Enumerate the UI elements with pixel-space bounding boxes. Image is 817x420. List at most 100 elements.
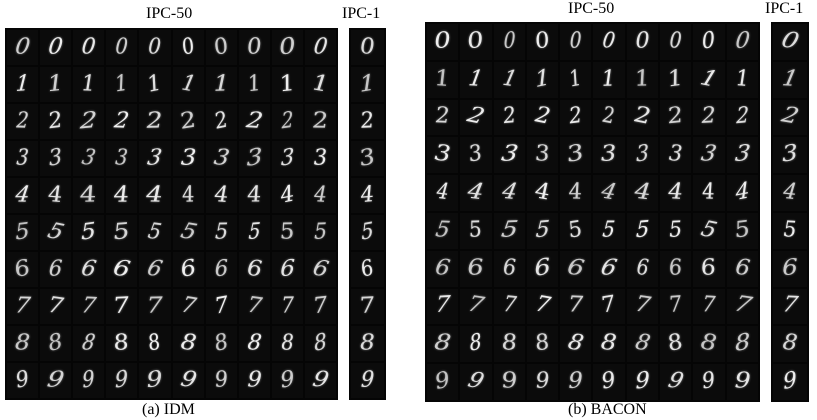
digit-glyph: 3 [466, 141, 485, 168]
idm-ipc50-sample-1-3: 1 [106, 67, 138, 102]
digit-glyph: 8 [46, 328, 65, 357]
digit-glyph: 3 [564, 140, 587, 168]
idm-ipc1-sample-5-0: 5 [351, 215, 384, 250]
digit-glyph: 6 [245, 254, 263, 283]
idm-ipc1-sample-2-0: 2 [351, 104, 384, 139]
digit-glyph: 4 [13, 181, 32, 208]
digit-glyph: 7 [568, 292, 584, 319]
digit-glyph: 6 [781, 254, 799, 281]
digit-glyph: 9 [81, 365, 96, 394]
bacon-ipc50-sample-8-0: 8 [427, 326, 459, 363]
digit-glyph: 7 [178, 292, 198, 319]
bacon-ipc50-sample-4-2: 4 [493, 175, 525, 211]
digit-glyph: 5 [783, 216, 797, 243]
bacon-ipc50-sample-5-6: 5 [626, 212, 659, 249]
digit-glyph: 3 [79, 144, 98, 171]
idm-ipc50-sample-1-9: 1 [304, 67, 336, 102]
digit-glyph: 1 [46, 70, 65, 97]
digit-glyph: 1 [533, 64, 552, 93]
digit-glyph: 2 [112, 107, 132, 134]
idm-ipc50-sample-3-5: 3 [172, 141, 204, 176]
digit-glyph: 9 [360, 366, 375, 393]
digit-glyph: 9 [177, 366, 199, 394]
digit-glyph: 2 [281, 107, 294, 134]
digit-glyph: 7 [434, 292, 452, 319]
digit-glyph: 7 [780, 292, 800, 319]
digit-glyph: 8 [632, 330, 653, 357]
digit-glyph: 0 [778, 27, 802, 55]
idm-ipc50-sample-6-8: 6 [271, 252, 303, 287]
idm-ipc50-sample-0-7: 0 [238, 30, 270, 65]
digit-glyph: 6 [79, 255, 99, 282]
digit-glyph: 6 [565, 254, 587, 282]
digit-glyph: 8 [734, 329, 751, 358]
digit-glyph: 2 [176, 107, 200, 134]
bacon-ipc50-sample-0-4: 0 [560, 24, 592, 60]
digit-glyph: 4 [599, 178, 620, 206]
idm-ipc50-sample-9-1: 9 [40, 363, 72, 398]
idm-ipc50-sample-4-9: 4 [304, 178, 336, 213]
digit-glyph: 4 [466, 178, 487, 206]
idm-ipc50-sample-5-5: 5 [172, 215, 204, 250]
idm-ipc50-sample-9-7: 9 [238, 363, 270, 398]
digit-glyph: 8 [781, 330, 799, 357]
digit-glyph: 2 [359, 107, 376, 134]
idm-ipc50-sample-9-0: 9 [7, 363, 39, 398]
digit-glyph: 8 [433, 330, 453, 357]
digit-glyph: 6 [699, 255, 719, 281]
digit-glyph: 7 [46, 292, 65, 320]
idm-ipc50-sample-7-1: 7 [40, 289, 72, 324]
bacon-ipc50-sample-4-0: 4 [427, 175, 459, 211]
idm-ipc50-sample-5-2: 5 [73, 215, 105, 250]
idm-ipc50-sample-2-5: 2 [172, 104, 204, 139]
digit-glyph: 3 [733, 141, 752, 168]
bacon-ipc50-sample-5-9: 5 [726, 212, 758, 249]
digit-glyph: 6 [145, 255, 166, 282]
digit-glyph: 2 [244, 107, 265, 134]
idm-ipc50-sample-1-1: 1 [40, 67, 72, 102]
digit-glyph: 1 [665, 65, 686, 93]
idm-ipc50-sample-4-8: 4 [271, 178, 303, 213]
idm-ipc1-sample-8-0: 8 [351, 326, 384, 361]
idm-ipc50-sample-3-0: 3 [7, 141, 39, 176]
digit-glyph: 2 [665, 103, 686, 130]
bacon-ipc50-sample-3-3: 3 [526, 137, 559, 174]
idm-ipc50-sample-5-6: 5 [205, 215, 237, 250]
digit-glyph: 5 [247, 218, 261, 245]
digit-glyph: 4 [78, 181, 99, 208]
bacon-ipc50-sample-4-1: 4 [460, 175, 492, 211]
digit-glyph: 8 [14, 329, 31, 356]
bacon-ipc50-sample-4-8: 4 [693, 175, 725, 211]
bacon-ipc50-sample-2-2: 2 [493, 99, 525, 136]
idm-ipc1-sample-7-0: 7 [351, 289, 384, 324]
bacon-ipc50-sample-6-7: 6 [660, 250, 692, 287]
idm-ipc1-sample-0-0: 0 [351, 30, 384, 65]
bacon-ipc50-sample-2-6: 2 [626, 99, 659, 136]
digit-glyph: 9 [246, 366, 263, 393]
bacon-ipc50-sample-1-7: 1 [660, 61, 692, 98]
digit-glyph: 1 [276, 70, 298, 97]
bacon-ipc50-sample-9-6: 9 [626, 364, 659, 400]
digit-glyph: 6 [111, 254, 133, 283]
bacon-ipc50-sample-9-3: 9 [526, 364, 559, 400]
idm-ipc50-sample-8-3: 8 [106, 326, 138, 361]
idm-ipc50-sample-2-7: 2 [238, 104, 270, 139]
bacon-ipc50-sample-1-8: 1 [693, 61, 725, 98]
idm-ipc50-sample-1-4: 1 [139, 67, 171, 102]
idm-ipc50-sample-7-7: 7 [238, 289, 270, 324]
idm-ipc50-sample-4-7: 4 [238, 178, 270, 213]
digit-glyph: 2 [146, 107, 164, 134]
idm-ipc50-sample-6-5: 6 [172, 252, 204, 287]
digit-glyph: 7 [598, 292, 620, 319]
bacon-ipc50-sample-1-5: 1 [593, 61, 625, 98]
bacon-ipc1-sample-0-0: 0 [773, 24, 807, 60]
digit-glyph: 2 [46, 107, 65, 134]
digit-glyph: 2 [15, 107, 30, 134]
digit-glyph: 7 [146, 292, 163, 319]
digit-glyph: 5 [360, 217, 375, 246]
digit-glyph: 7 [632, 292, 653, 319]
